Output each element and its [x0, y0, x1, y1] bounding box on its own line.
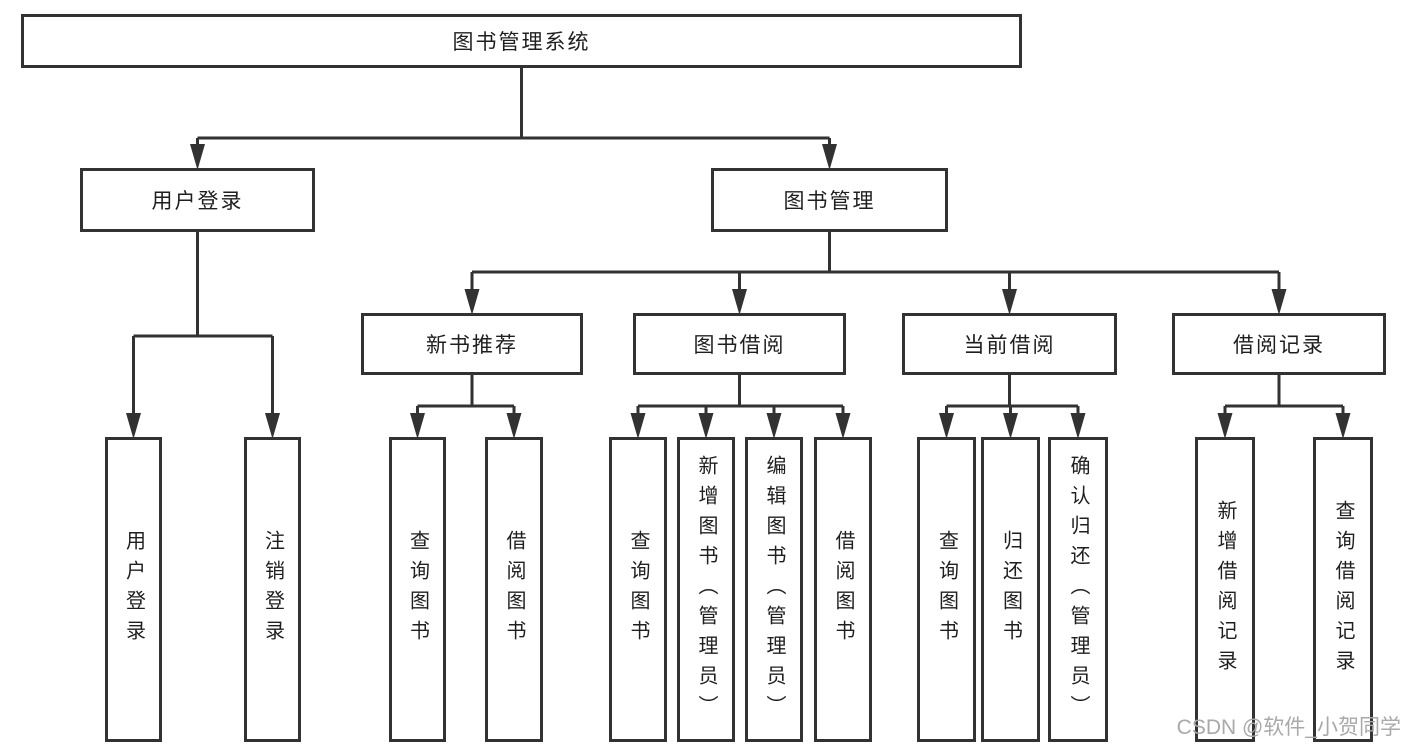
node-label: 查询借阅记录 [1332, 499, 1354, 680]
node-label: 借阅图书 [832, 529, 854, 650]
node-current-borrowing: 当前借阅 [902, 313, 1117, 375]
node-query-borrow-record: 查询借阅记录 [1313, 437, 1373, 742]
node-label: 借阅记录 [1233, 334, 1325, 357]
node-label: 查询图书 [935, 529, 958, 650]
node-label: 新增图书（管理员） [695, 454, 717, 725]
node-label: 查询图书 [406, 529, 429, 650]
node-label: 新书推荐 [426, 334, 518, 357]
node-label: 确认归还（管理员） [1067, 454, 1089, 725]
node-label: 归还图书 [999, 529, 1022, 650]
node-book-borrowing: 图书借阅 [633, 313, 846, 375]
node-label: 新增借阅记录 [1214, 499, 1236, 680]
csdn-watermark: CSDN @软件_小贺同学 [1176, 716, 1401, 739]
node-logout: 注销登录 [244, 437, 301, 742]
node-query-books-2: 查询图书 [609, 437, 667, 742]
node-new-book-recommendation: 新书推荐 [361, 313, 583, 375]
node-add-borrow-record: 新增借阅记录 [1195, 437, 1255, 742]
node-user-login-leaf: 用户登录 [105, 437, 162, 742]
node-borrow-books-2: 借阅图书 [814, 437, 872, 742]
node-label: 图书管理 [783, 190, 876, 213]
node-edit-books-admin: 编辑图书（管理员） [745, 437, 803, 742]
node-user-login: 用户登录 [80, 168, 315, 232]
node-borrow-books-1: 借阅图书 [485, 437, 543, 742]
node-query-books-1: 查询图书 [389, 437, 446, 742]
node-label: 图书管理系统 [452, 31, 591, 54]
node-label: 编辑图书（管理员） [763, 454, 785, 725]
node-label: 当前借阅 [963, 334, 1056, 357]
node-label: 借阅图书 [503, 529, 525, 650]
node-root: 图书管理系统 [21, 14, 1022, 68]
node-borrowing-records: 借阅记录 [1172, 313, 1386, 375]
node-add-books-admin: 新增图书（管理员） [677, 437, 735, 742]
node-book-management: 图书管理 [711, 168, 948, 232]
node-confirm-return-admin: 确认归还（管理员） [1048, 437, 1108, 742]
node-label: 用户登录 [122, 529, 145, 650]
node-label: 用户登录 [151, 190, 244, 213]
node-label: 注销登录 [261, 529, 284, 650]
node-query-books-3: 查询图书 [917, 437, 976, 742]
node-label: 查询图书 [627, 529, 649, 650]
node-label: 图书借阅 [693, 334, 786, 357]
node-return-books: 归还图书 [981, 437, 1040, 742]
